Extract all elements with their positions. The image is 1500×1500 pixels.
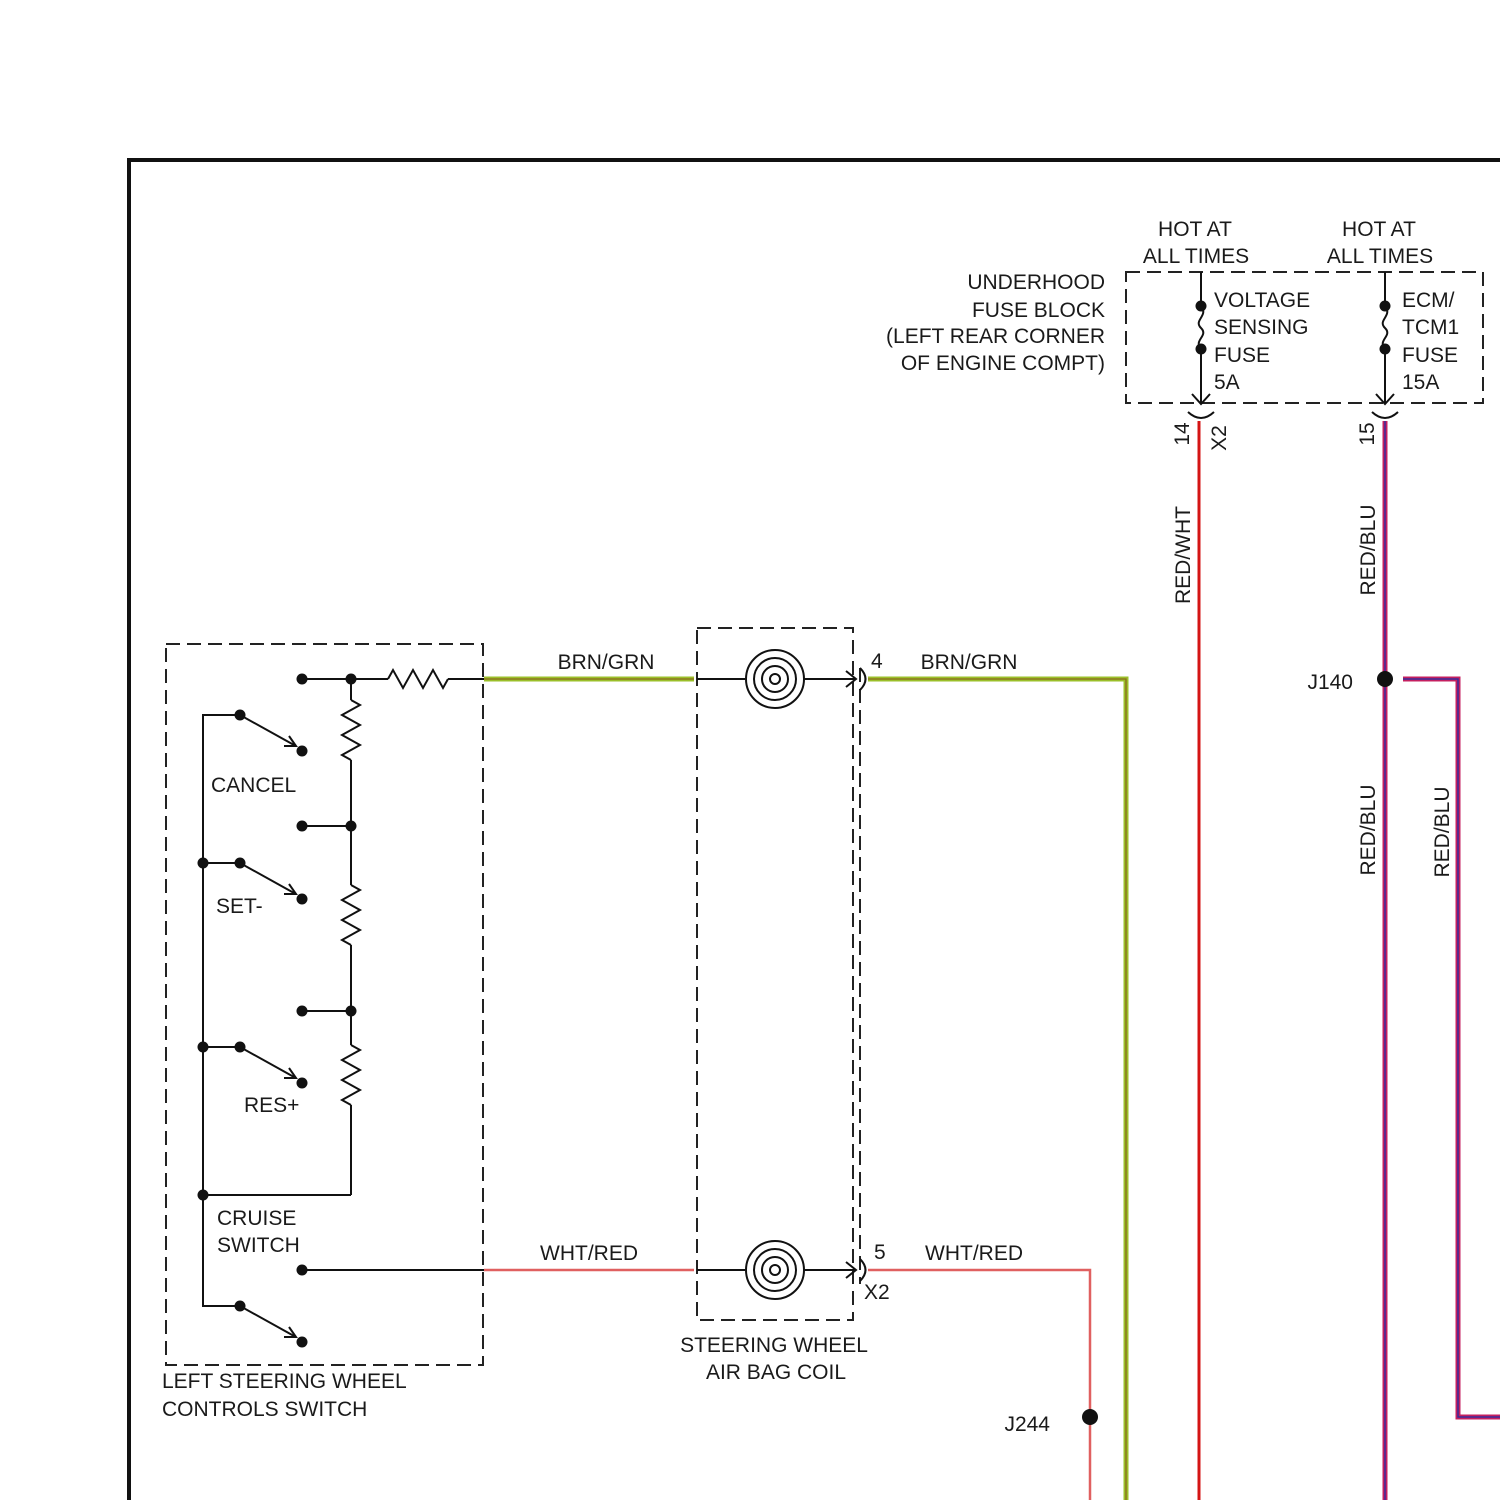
hot-at-all-times-1-line2: ALL TIMES — [1143, 245, 1249, 268]
wire-label-wht-red-left: WHT/RED — [540, 1242, 638, 1265]
coil-spiral-top — [746, 650, 804, 708]
fuse-block-title-2: FUSE BLOCK — [972, 299, 1105, 322]
hot-at-all-times-2-line1: HOT AT — [1342, 218, 1416, 241]
coil-connector-x2: X2 — [864, 1281, 890, 1304]
coil-pin-4: 4 — [871, 650, 883, 673]
fuse-2-name-2: TCM1 — [1402, 316, 1459, 339]
underhood-fuse-block: UNDERHOOD FUSE BLOCK (LEFT REAR CORNER O… — [886, 218, 1483, 451]
fuse-1-name-3: FUSE — [1214, 344, 1270, 367]
wire-label-brn-grn-left: BRN/GRN — [558, 651, 655, 674]
coil-outline — [697, 628, 853, 1320]
hot-at-all-times-2-line2: ALL TIMES — [1327, 245, 1433, 268]
fuse-block-title-4: OF ENGINE COMPT) — [901, 352, 1105, 375]
switch-label-cancel: CANCEL — [211, 774, 296, 797]
cruise-switch-contact — [235, 1265, 485, 1348]
fuse-block-title-1: UNDERHOOD — [967, 271, 1105, 294]
switch-label-set: SET- — [216, 895, 263, 918]
cancel-switch-contact — [235, 710, 308, 757]
fuse-connector-x2: X2 — [1208, 425, 1231, 451]
wire-label-red-wht: RED/WHT — [1172, 506, 1195, 604]
wire-label-red-blu-top: RED/BLU — [1357, 504, 1380, 595]
fuse-block-title-3: (LEFT REAR CORNER — [886, 325, 1105, 348]
fuse-2-name-1: ECM/ — [1402, 289, 1455, 312]
coil-spiral-bottom — [746, 1241, 804, 1299]
switch-module-label-1: LEFT STEERING WHEEL — [162, 1370, 407, 1393]
fuse-1-rating: 5A — [1214, 371, 1240, 394]
diagram-frame — [129, 160, 1500, 1500]
fuse-2-rating: 15A — [1402, 371, 1439, 394]
wire-label-red-blu-right: RED/BLU — [1431, 786, 1454, 877]
switch-outline — [166, 644, 483, 1365]
coil-pin-5: 5 — [874, 1241, 886, 1264]
wire-label-wht-red-right: WHT/RED — [925, 1242, 1023, 1265]
switch-module-label-2: CONTROLS SWITCH — [162, 1398, 367, 1421]
fuse-pin-15: 15 — [1356, 422, 1379, 445]
fuse-2-name-3: FUSE — [1402, 344, 1458, 367]
wire-label-brn-grn-right: BRN/GRN — [921, 651, 1018, 674]
splice-label-j244: J244 — [1004, 1413, 1050, 1436]
coil-label-2: AIR BAG COIL — [706, 1361, 846, 1384]
switch-label-cruise-2: SWITCH — [217, 1234, 300, 1257]
fuse-pin-14: 14 — [1171, 422, 1194, 446]
left-steering-wheel-controls-switch — [166, 644, 484, 1365]
splice-j244 — [1082, 1409, 1098, 1425]
res-switch-contact — [203, 1042, 308, 1089]
splice-label-j140: J140 — [1307, 671, 1353, 694]
switch-label-cruise-1: CRUISE — [217, 1207, 296, 1230]
ecm-tcm1-fuse — [1372, 272, 1398, 418]
fuse-1-name-1: VOLTAGE — [1214, 289, 1310, 312]
wire-wht-red — [484, 1270, 1090, 1500]
hot-at-all-times-1-line1: HOT AT — [1158, 218, 1232, 241]
fuse-1-name-2: SENSING — [1214, 316, 1309, 339]
switch-label-res: RES+ — [244, 1094, 299, 1117]
coil-label-1: STEERING WHEEL — [680, 1334, 868, 1357]
wire-label-red-blu-mid: RED/BLU — [1357, 784, 1380, 875]
steering-wheel-air-bag-coil — [697, 628, 866, 1320]
voltage-sensing-fuse — [1188, 272, 1214, 418]
splice-j140 — [1377, 671, 1393, 687]
